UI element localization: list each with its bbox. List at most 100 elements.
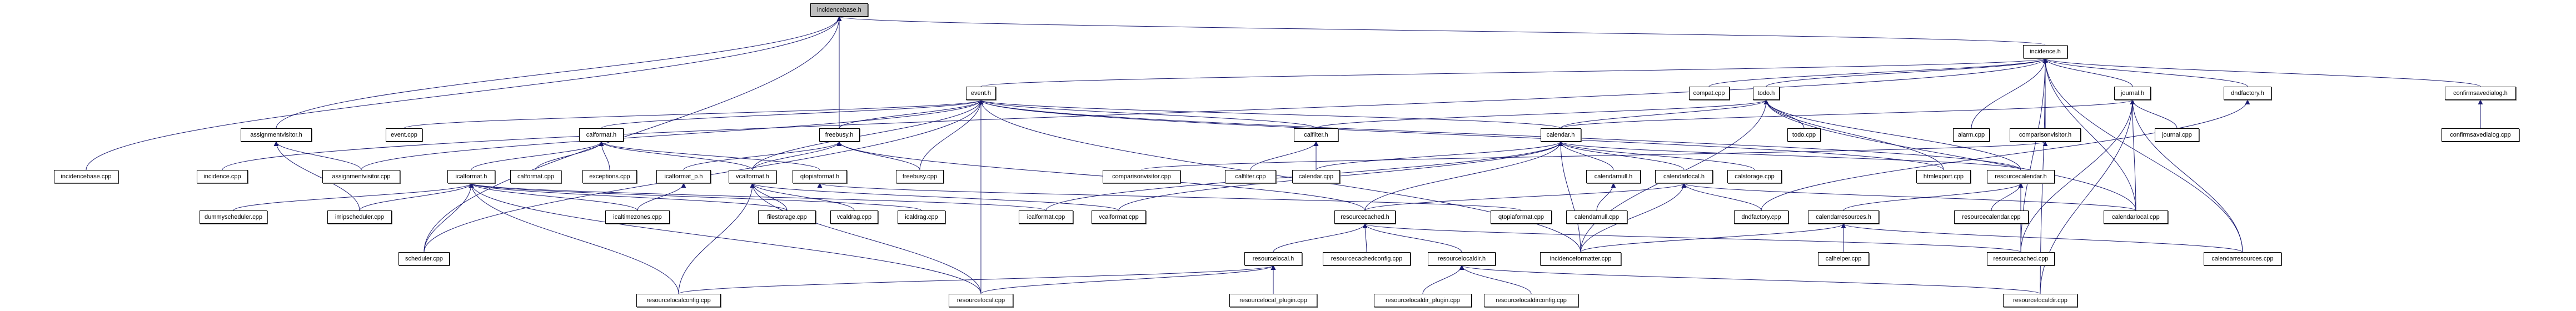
graph-node-incidence-h[interactable]: incidence.h (2023, 45, 2067, 58)
edge-resourcelocal.h-to-resourcecached.h (1273, 223, 1368, 253)
graph-node-imipscheduler-cpp[interactable]: imipscheduler.cpp (327, 210, 392, 224)
edge-incidence.cpp-to-incidence.h (222, 58, 2048, 170)
graph-node-journal-cpp[interactable]: journal.cpp (2155, 128, 2199, 142)
edge-freebusy.cpp-to-freebusy.h (836, 141, 920, 170)
graph-node-resourcecalendar-cpp[interactable]: resourcecalendar.cpp (1954, 210, 2029, 224)
edge-calendarresources.cpp-to-incidence.h (2042, 58, 2243, 253)
graph-node-icalformat-p-h[interactable]: icalformat_p.h (656, 170, 711, 183)
graph-node-dndfactory-cpp[interactable]: dndfactory.cpp (1734, 210, 1788, 224)
graph-node-calendarresources-cpp[interactable]: calendarresources.cpp (2203, 252, 2282, 265)
graph-node-calendarlocal-h[interactable]: calendarlocal.h (1655, 170, 1713, 183)
edge-resourcecalendar.cpp-to-resourcecalendar.h (1991, 183, 2024, 211)
graph-node-htmlexport-cpp[interactable]: htmlexport.cpp (1916, 170, 1971, 183)
edge-calfilter.cpp-to-calfilter.h (1250, 141, 1319, 170)
graph-node-incidencebase-h[interactable]: incidencebase.h (810, 3, 868, 17)
graph-node-calendarnull-h[interactable]: calendarnull.h (1586, 170, 1641, 183)
edge-imipscheduler.cpp-to-assignmentvisitor.h (273, 141, 360, 211)
graph-node-calendar-h[interactable]: calendar.h (1540, 128, 1581, 142)
graph-node-todo-cpp[interactable]: todo.cpp (1787, 128, 1821, 142)
graph-node-resourcelocaldir-plugin-cpp[interactable]: resourcelocaldir_plugin.cpp (1373, 294, 1472, 307)
graph-node-resourcecachedconfig-cpp[interactable]: resourcecachedconfig.cpp (1322, 252, 1411, 265)
graph-node-assignmentvisitor-cpp[interactable]: assignmentvisitor.cpp (322, 170, 401, 183)
graph-node-freebusy-h[interactable]: freebusy.h (819, 128, 860, 142)
graph-node-resourcelocaldir-h[interactable]: resourcelocaldir.h (1428, 252, 1496, 265)
graph-node-dndfactory-h[interactable]: dndfactory.h (2224, 87, 2271, 100)
graph-node-calhelper-cpp[interactable]: calhelper.cpp (1818, 252, 1869, 265)
edge-vcalformat.cpp-to-vcalformat.h (750, 183, 1119, 211)
graph-node-calfilter-cpp[interactable]: calfilter.cpp (1225, 170, 1276, 183)
graph-node-compat-cpp[interactable]: compat.cpp (1688, 87, 1730, 100)
edge-calfilter.h-to-todo.h (1316, 99, 1769, 129)
graph-node-calfilter-h[interactable]: calfilter.h (1294, 128, 1338, 142)
graph-node-todo-h[interactable]: todo.h (1752, 87, 1780, 100)
graph-node-confirmsavedialog-cpp[interactable]: confirmsavedialog.cpp (2441, 128, 2520, 142)
edge-alarm.cpp-to-incidence.h (1971, 58, 2048, 129)
graph-node-resourcelocal-h[interactable]: resourcelocal.h (1244, 252, 1302, 265)
graph-node-exceptions-cpp[interactable]: exceptions.cpp (582, 170, 637, 183)
graph-node-calstorage-cpp[interactable]: calstorage.cpp (1727, 170, 1782, 183)
edge-layer (86, 16, 2483, 294)
edge-vcalformat.h-to-freebusy.h (752, 141, 842, 170)
edge-journal.h-to-incidence.h (2042, 58, 2133, 87)
graph-node-event-cpp[interactable]: event.cpp (385, 128, 423, 142)
graph-node-incidenceformatter-cpp[interactable]: incidenceformatter.cpp (1539, 252, 1622, 265)
graph-node-calendarnull-cpp[interactable]: calendarnull.cpp (1566, 210, 1627, 224)
graph-node-vcaldrag-cpp[interactable]: vcaldrag.cpp (830, 210, 878, 224)
edge-vcaldrag.cpp-to-vcalformat.h (750, 183, 855, 211)
edge-incidenceformatter.cpp-to-calendarresources.h (1580, 223, 1846, 253)
graph-node-icaldrag-cpp[interactable]: icaldrag.cpp (898, 210, 945, 224)
edge-confirmsavedialog.h-to-incidence.h (2042, 58, 2481, 87)
graph-node-resourcecached-h[interactable]: resourcecached.h (1334, 210, 1396, 224)
graph-node-qtopiaformat-h[interactable]: qtopiaformat.h (793, 170, 847, 183)
edge-qtopiaformat.h-to-calformat.h (599, 141, 820, 170)
graph-node-calendarresources-h[interactable]: calendarresources.h (1808, 210, 1879, 224)
edge-resourcecalendar.h-to-calendar.h (1558, 141, 2021, 170)
edge-scheduler.cpp-to-incidencebase.h (423, 16, 842, 253)
edge-comparisonvisitor.cpp-to-comparisonvisitor.h (1141, 141, 2047, 170)
graph-node-icalformat-h[interactable]: icalformat.h (447, 170, 495, 183)
graph-node-calendarlocal-cpp[interactable]: calendarlocal.cpp (2104, 210, 2168, 224)
edge-resourcecachedconfig.cpp-to-resourcecached.h (1362, 223, 1368, 253)
graph-node-comparisonvisitor-h[interactable]: comparisonvisitor.h (2010, 128, 2081, 142)
graph-node-dummyscheduler-cpp[interactable]: dummyscheduler.cpp (200, 210, 267, 224)
graph-node-qtopiaformat-cpp[interactable]: qtopiaformat.cpp (1491, 210, 1552, 224)
edge-incidenceformatter.cpp-to-calendar.h (1558, 141, 1581, 253)
graph-node-confirmsavedialog-h[interactable]: confirmsavedialog.h (2445, 87, 2516, 100)
edge-event.cpp-to-event.h (403, 99, 984, 129)
edge-todo.h-to-incidence.h (1766, 58, 2048, 87)
edge-imipscheduler.cpp-to-icalformat.h (359, 183, 474, 211)
graph-node-vcalformat-h[interactable]: vcalformat.h (729, 170, 776, 183)
graph-node-scheduler-cpp[interactable]: scheduler.cpp (398, 252, 450, 265)
graph-node-assignmentvisitor-h[interactable]: assignmentvisitor.h (241, 128, 312, 142)
graph-node-vcalformat-cpp[interactable]: vcalformat.cpp (1092, 210, 1146, 224)
graph-node-comparisonvisitor-cpp[interactable]: comparisonvisitor.cpp (1102, 170, 1181, 183)
graph-node-icaltimezones-cpp[interactable]: icaltimezones.cpp (605, 210, 670, 224)
edge-dndfactory.h-to-incidence.h (2042, 58, 2248, 87)
graph-node-resourcelocaldir-cpp[interactable]: resourcelocaldir.cpp (2003, 294, 2077, 307)
graph-node-incidencebase-cpp[interactable]: incidencebase.cpp (54, 170, 118, 183)
graph-node-icalformat-cpp[interactable]: icalformat.cpp (1019, 210, 1073, 224)
graph-node-calformat-h[interactable]: calformat.h (579, 128, 624, 142)
graph-node-journal-h[interactable]: journal.h (2114, 87, 2151, 100)
graph-node-resourcecalendar-h[interactable]: resourcecalendar.h (1987, 170, 2055, 183)
graph-node-event-h[interactable]: event.h (965, 87, 996, 100)
graph-node-calendar-cpp[interactable]: calendar.cpp (1292, 170, 1340, 183)
graph-node-calformat-cpp[interactable]: calformat.cpp (510, 170, 561, 183)
edge-calendarlocal.cpp-to-todo.h (1763, 99, 2136, 211)
graph-node-freebusy-cpp[interactable]: freebusy.cpp (896, 170, 944, 183)
graph-node-resourcelocal-cpp[interactable]: resourcelocal.cpp (949, 294, 1013, 307)
graph-node-resourcecached-cpp[interactable]: resourcecached.cpp (1987, 252, 2055, 265)
edge-resourcelocalconfig.cpp-to-resourcelocal.h (678, 265, 1276, 294)
graph-node-alarm-cpp[interactable]: alarm.cpp (1952, 128, 1990, 142)
edge-calendar.h-to-todo.h (1560, 99, 1769, 129)
edge-vcalformat.h-to-calformat.h (599, 141, 753, 170)
graph-node-incidence-cpp[interactable]: incidence.cpp (197, 170, 248, 183)
graph-node-resourcelocaldirconfig-cpp[interactable]: resourcelocaldirconfig.cpp (1483, 294, 1579, 307)
graph-node-filestorage-cpp[interactable]: filestorage.cpp (758, 210, 816, 224)
edge-compat.cpp-to-incidence.h (1708, 58, 2048, 87)
graph-node-resourcelocal-plugin-cpp[interactable]: resourcelocal_plugin.cpp (1229, 294, 1318, 307)
edge-htmlexport.cpp-to-event.h (978, 99, 1944, 170)
edge-qtopiaformat.cpp-to-qtopiaformat.h (818, 183, 1522, 211)
edge-resourcelocalconfig.cpp-to-icalformat.h (469, 183, 679, 294)
graph-node-resourcelocalconfig-cpp[interactable]: resourcelocalconfig.cpp (636, 294, 721, 307)
